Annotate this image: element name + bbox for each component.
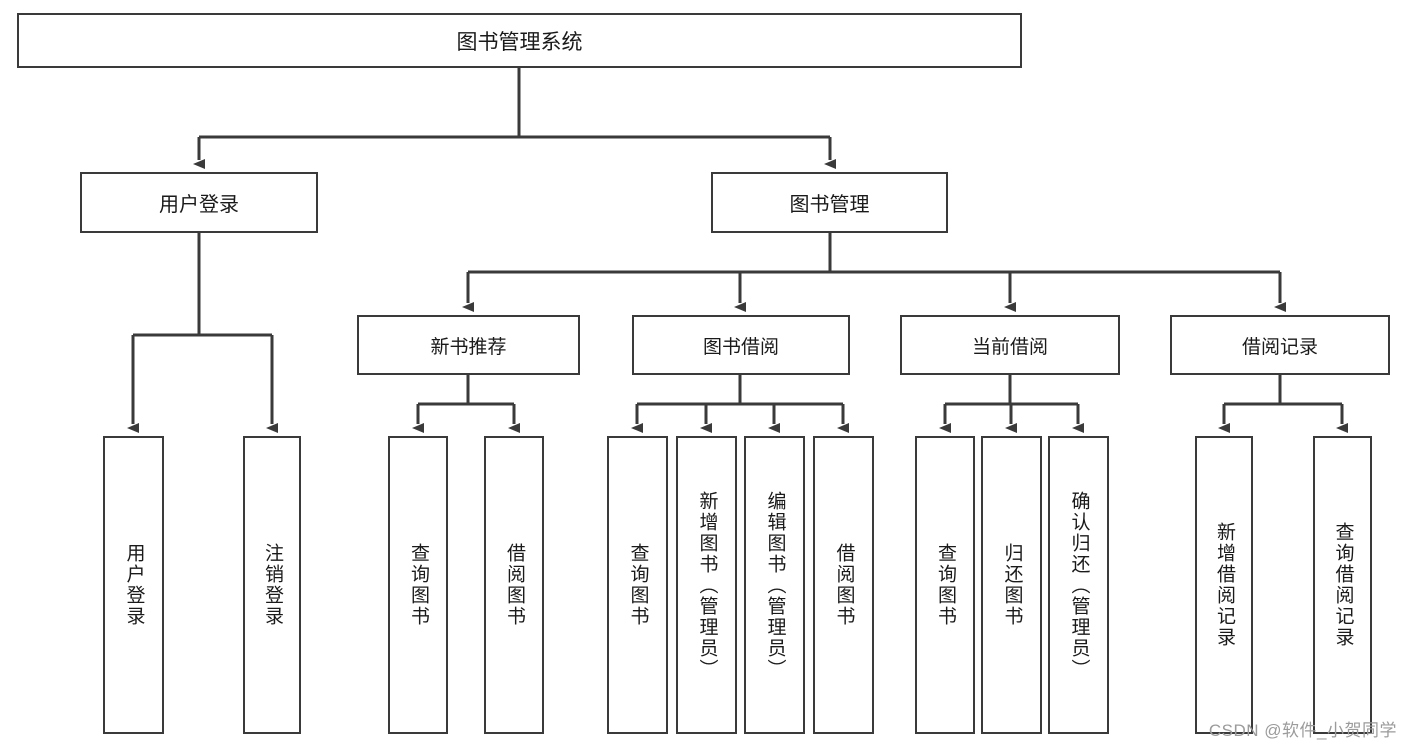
leaf-node[interactable]: 新增借阅记录 (1195, 436, 1253, 734)
leaf-node-label: 新增图书（管理员） (696, 490, 718, 680)
leaf-node-label: 借阅图书 (833, 543, 855, 627)
node-book-borrow-label: 图书借阅 (702, 336, 779, 358)
leaf-node[interactable]: 注销登录 (243, 436, 301, 734)
leaf-node[interactable]: 确认归还（管理员） (1048, 436, 1109, 734)
node-book-management-label: 图书管理 (789, 194, 870, 216)
leaf-node-label: 注销登录 (261, 543, 283, 627)
node-current-borrow[interactable]: 当前借阅 (900, 315, 1120, 375)
watermark: CSDN @软件_小贺同学 (1208, 721, 1397, 740)
leaf-node[interactable]: 查询借阅记录 (1313, 436, 1372, 734)
node-user-login-label: 用户登录 (159, 194, 239, 216)
leaf-node[interactable]: 查询图书 (388, 436, 448, 734)
node-borrow-record[interactable]: 借阅记录 (1170, 315, 1390, 375)
leaf-node-label: 新增借阅记录 (1213, 522, 1235, 648)
leaf-node-label: 用户登录 (123, 543, 145, 627)
leaf-node[interactable]: 新增图书（管理员） (676, 436, 737, 734)
leaf-node-label: 确认归还（管理员） (1068, 490, 1090, 680)
leaf-node-label: 归还图书 (1001, 543, 1023, 627)
leaf-node[interactable]: 归还图书 (981, 436, 1042, 734)
node-book-borrow[interactable]: 图书借阅 (632, 315, 850, 375)
node-root-label: 图书管理系统 (456, 30, 583, 54)
leaf-node[interactable]: 用户登录 (103, 436, 164, 734)
leaf-node-label: 编辑图书（管理员） (764, 490, 786, 680)
leaf-node-label: 查询图书 (407, 543, 429, 627)
leaf-node-label: 查询图书 (934, 543, 956, 627)
node-user-login[interactable]: 用户登录 (80, 172, 318, 233)
leaf-node[interactable]: 借阅图书 (484, 436, 544, 734)
node-current-borrow-label: 当前借阅 (971, 336, 1048, 358)
leaf-node[interactable]: 查询图书 (915, 436, 975, 734)
leaf-node-label: 借阅图书 (503, 543, 525, 627)
node-root[interactable]: 图书管理系统 (17, 13, 1022, 68)
leaf-node[interactable]: 编辑图书（管理员） (744, 436, 805, 734)
leaf-node[interactable]: 查询图书 (607, 436, 668, 734)
leaf-node[interactable]: 借阅图书 (813, 436, 874, 734)
node-new-book-recommend[interactable]: 新书推荐 (357, 315, 580, 375)
node-borrow-record-label: 借阅记录 (1241, 336, 1318, 358)
leaf-node-label: 查询借阅记录 (1332, 522, 1354, 648)
node-new-book-recommend-label: 新书推荐 (430, 336, 507, 358)
node-book-management[interactable]: 图书管理 (711, 172, 948, 233)
leaf-node-label: 查询图书 (627, 543, 649, 627)
